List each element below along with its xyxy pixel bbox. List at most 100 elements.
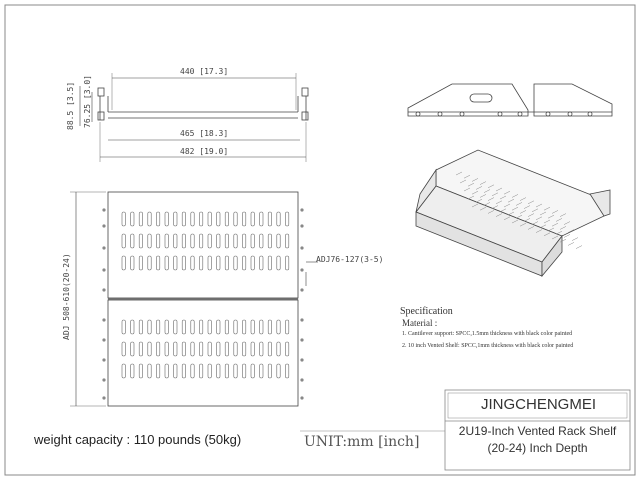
iso-vent-slot xyxy=(463,187,471,192)
iso-vent-slot xyxy=(543,232,551,237)
vent-slot xyxy=(181,233,186,249)
front-view xyxy=(79,73,309,162)
vent-slot xyxy=(199,341,204,357)
dim-depth-adj: ADJ 508-610(20-24) xyxy=(62,253,71,340)
vent-slot xyxy=(173,255,178,271)
vent-slot xyxy=(250,319,255,335)
iso-vent-slot xyxy=(507,198,515,203)
iso-vent-slot xyxy=(539,224,547,229)
vent-slot xyxy=(233,363,238,379)
iso-vent-slot xyxy=(487,197,495,201)
vent-slot xyxy=(267,341,272,357)
iso-vent-slot xyxy=(543,206,551,211)
dim-height-inner: 76.25 [3.0] xyxy=(83,75,92,128)
mount-hole xyxy=(102,396,106,400)
iso-vent-slot xyxy=(487,184,495,189)
iso-vent-slot xyxy=(535,216,543,221)
iso-vent-slot xyxy=(479,181,487,185)
vent-slot xyxy=(173,341,178,357)
vent-slot xyxy=(216,233,221,249)
vent-slot xyxy=(285,255,290,271)
iso-vent-slot xyxy=(551,210,559,214)
vent-slot xyxy=(199,211,204,227)
vent-slot xyxy=(130,233,135,249)
vent-slot xyxy=(190,363,195,379)
mount-hole xyxy=(300,224,304,228)
iso-slots xyxy=(455,171,583,249)
vent-slot xyxy=(173,211,178,227)
iso-vent-slot xyxy=(511,219,519,224)
vent-slot xyxy=(207,319,212,335)
iso-vent-slot xyxy=(463,174,471,179)
iso-vent-slot xyxy=(575,245,583,249)
iso-vent-slot xyxy=(483,189,491,193)
iso-vent-slot xyxy=(531,221,539,225)
vent-slot xyxy=(164,319,169,335)
vent-slot xyxy=(130,341,135,357)
vent-slot xyxy=(164,341,169,357)
vent-slot xyxy=(147,211,152,227)
dim-width-bottom: 482 [19.0] xyxy=(180,147,229,156)
vent-slot xyxy=(242,341,247,357)
iso-vent-slot xyxy=(455,171,463,176)
iso-vent-slot xyxy=(467,182,475,187)
vent-slot xyxy=(242,319,247,335)
iso-vent-slot xyxy=(527,200,535,205)
mount-hole xyxy=(300,396,304,400)
vent-slot xyxy=(224,319,229,335)
iso-vent-slot xyxy=(527,226,535,230)
mount-hole xyxy=(102,288,106,292)
vent-slot xyxy=(138,211,143,227)
vent-slot xyxy=(216,341,221,357)
vent-slot xyxy=(207,363,212,379)
vent-slot xyxy=(224,211,229,227)
mount-hole xyxy=(300,208,304,212)
spec-item-2: 2. 10 inch Vented Shelf: SPCC,1mm thickn… xyxy=(402,343,574,349)
iso-vent-slot xyxy=(503,203,511,208)
vent-slot xyxy=(181,211,186,227)
iso-vent-slot xyxy=(543,219,551,224)
iso-vent-slot xyxy=(551,235,559,240)
iso-vent-slot xyxy=(547,214,555,219)
spec-item-1: 1. Cantilever support: SPCC,1.5mm thickn… xyxy=(402,331,573,337)
vent-slot xyxy=(121,319,126,335)
vent-slot xyxy=(233,319,238,335)
vent-slot xyxy=(207,233,212,249)
vent-slot xyxy=(156,341,161,357)
vent-slot xyxy=(164,363,169,379)
dim-width-mid: 465 [18.3] xyxy=(180,129,229,138)
iso-vent-slot xyxy=(511,194,519,198)
vent-slot xyxy=(121,211,126,227)
mount-hole xyxy=(102,268,106,272)
vent-slot xyxy=(233,211,238,227)
mount-hole xyxy=(300,378,304,382)
vent-slot xyxy=(250,255,255,271)
vent-slot xyxy=(285,341,290,357)
iso-vent-slot xyxy=(551,222,559,227)
vent-slot xyxy=(224,363,229,379)
vent-slot xyxy=(181,319,186,335)
iso-vent-slot xyxy=(499,208,507,213)
vent-slot xyxy=(233,341,238,357)
iso-vent-slot xyxy=(479,194,487,198)
mount-hole xyxy=(102,318,106,322)
vent-slot xyxy=(242,363,247,379)
iso-vent-slot xyxy=(467,195,475,200)
vent-slot xyxy=(259,211,264,227)
vent-slot xyxy=(259,233,264,249)
vent-slot xyxy=(121,363,126,379)
vent-slot xyxy=(156,233,161,249)
vent-slot xyxy=(173,319,178,335)
vent-slots xyxy=(121,211,290,379)
mount-hole xyxy=(102,378,106,382)
vent-slot xyxy=(199,255,204,271)
vent-slot xyxy=(130,363,135,379)
iso-vent-slot xyxy=(547,227,555,232)
mount-hole xyxy=(102,224,106,228)
iso-vent-slot xyxy=(559,238,567,243)
iso-vent-slot xyxy=(523,218,531,222)
iso-vent-slot xyxy=(471,178,479,182)
unit-label: UNIT:mm [inch] xyxy=(304,434,420,450)
vent-slot xyxy=(276,363,281,379)
vent-slot xyxy=(276,233,281,249)
